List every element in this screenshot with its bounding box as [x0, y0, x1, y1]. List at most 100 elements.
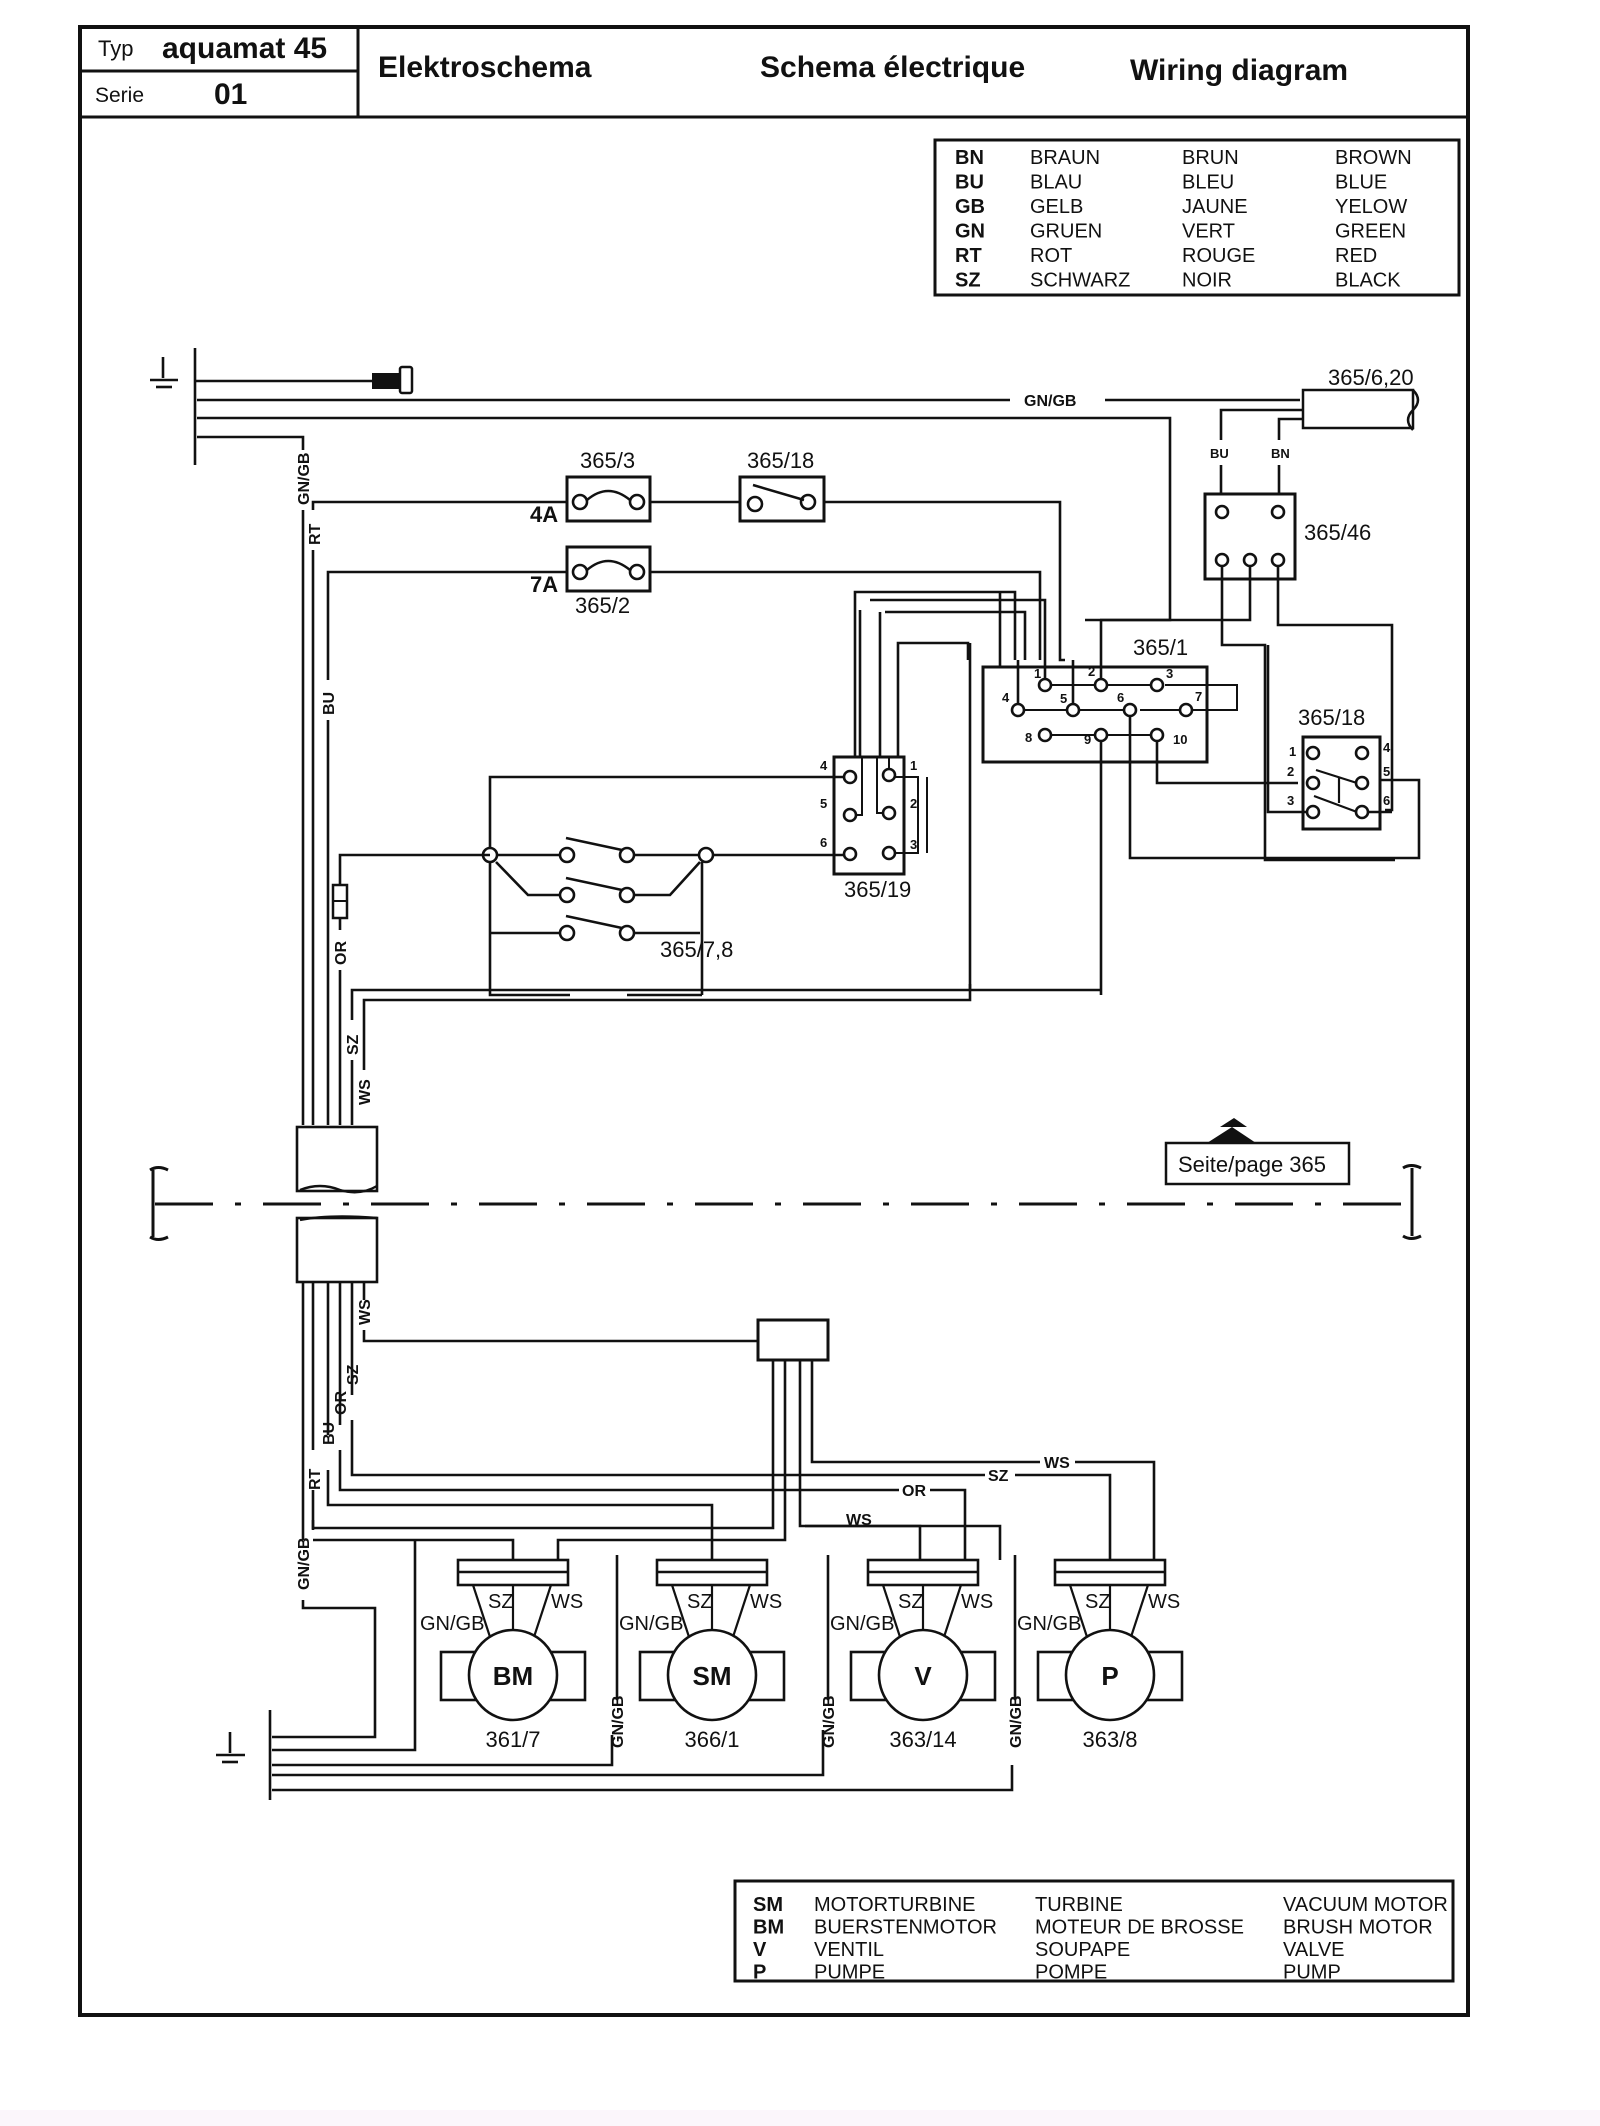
wire-rt	[311, 500, 567, 510]
wire-switch-out	[824, 500, 1065, 662]
motor-ref: 363/8	[1082, 1727, 1137, 1752]
wire-rt-bm	[313, 1538, 515, 1560]
bottom-strip	[0, 2110, 1600, 2126]
motor-ref: 366/1	[684, 1727, 739, 1752]
wire-relay-out2	[1100, 566, 1252, 622]
wire-jb-2	[745, 1360, 787, 1542]
component-legend-fr: POMPE	[1035, 1962, 1107, 1984]
svg-text:3: 3	[1166, 666, 1173, 681]
ground-symbol-top	[150, 357, 178, 389]
svg-text:365/46: 365/46	[1304, 520, 1371, 545]
color-legend-de: ROT	[1030, 245, 1072, 267]
wire-label-bu-top: BU	[321, 692, 338, 715]
component-legend-code: SM	[753, 1894, 783, 1916]
wire-ground-4	[272, 1730, 825, 1777]
component-legend-fr: SOUPAPE	[1035, 1939, 1130, 1961]
color-legend-fr: ROUGE	[1182, 245, 1255, 267]
wire-label-ws-bottom: WS	[357, 1299, 374, 1325]
component-legend-code: BM	[753, 1917, 784, 1939]
component-legend-code: P	[753, 1962, 766, 1984]
svg-text:6: 6	[1383, 793, 1390, 808]
svg-text:9: 9	[1084, 732, 1091, 747]
color-legend-en: GREEN	[1335, 221, 1406, 243]
component-legend-fr: MOTEUR DE BROSSE	[1035, 1917, 1244, 1939]
fuse-365-2: 365/2 7A	[530, 545, 652, 618]
wire-ground-5	[272, 1765, 1014, 1792]
wire-label-rt-bottom: RT	[307, 1468, 324, 1490]
wire-label-ws-top: WS	[357, 1079, 374, 1105]
color-legend-fr: BLEU	[1182, 172, 1234, 194]
svg-text:8: 8	[1025, 730, 1032, 745]
wire-loop-2	[870, 598, 1047, 640]
motor-wire-right: WS	[750, 1591, 782, 1613]
color-legend-code: GN	[955, 221, 985, 243]
wire-sz-lower	[350, 1420, 985, 1477]
color-legend-code: SZ	[955, 270, 981, 292]
wire-loop-5	[885, 610, 1027, 660]
motor-wire-left: GN/GB	[1017, 1613, 1081, 1635]
main-switch-365-1: 365/1 1 2 3 4 5 6 7 8 9 10	[981, 635, 1238, 764]
component-legend-de: BUERSTENMOTOR	[814, 1917, 997, 1939]
series-value: 01	[214, 78, 247, 111]
motor-circle	[666, 1628, 758, 1722]
wire-label-bn-relay: BN	[1271, 446, 1290, 461]
svg-text:7: 7	[1195, 689, 1202, 704]
wire-ws-bottom	[362, 1330, 758, 1343]
wire-to-365-1	[197, 416, 1172, 622]
svg-text:5: 5	[1060, 691, 1067, 706]
wire-bn-relay	[1277, 417, 1303, 440]
title-en: Wiring diagram	[1130, 54, 1348, 87]
wire-selector-bridge	[895, 776, 919, 854]
motor-wire-mid: SZ	[1085, 1591, 1111, 1613]
svg-text:7A: 7A	[530, 572, 558, 597]
wire-bu	[326, 570, 567, 680]
type-value: aquamat 45	[162, 32, 327, 65]
color-legend-en: RED	[1335, 245, 1377, 267]
wire-label-or-mid: OR	[902, 1483, 926, 1500]
svg-text:4: 4	[820, 758, 828, 773]
title-fr: Schema électrique	[760, 51, 1025, 84]
wire-label-bu-bottom: BU	[321, 1422, 338, 1445]
fuse-365-3: 365/3 4A	[530, 448, 652, 527]
component-legend-fr: TURBINE	[1035, 1894, 1123, 1916]
svg-text:4: 4	[1383, 740, 1391, 755]
wire-label-gngb-bottom: GN/GB	[296, 1538, 313, 1590]
svg-text:4A: 4A	[530, 502, 558, 527]
wire-label-or-top: OR	[333, 941, 350, 965]
svg-text:365/2: 365/2	[575, 593, 630, 618]
svg-text:2: 2	[1088, 664, 1095, 679]
svg-text:5: 5	[820, 796, 827, 811]
component-legend-en: PUMP	[1283, 1962, 1341, 1984]
color-legend-de: SCHWARZ	[1030, 270, 1130, 292]
motor-gngb-label: GN/GB	[821, 1696, 838, 1748]
motor-gngb-label: GN/GB	[610, 1696, 627, 1748]
connector-top	[295, 1125, 379, 1194]
svg-text:365/18: 365/18	[747, 448, 814, 473]
motor-wire-left: GN/GB	[830, 1613, 894, 1635]
wire-bu-lower	[326, 1470, 714, 1560]
wire-7a-out	[650, 570, 1042, 660]
wire-loop-7	[896, 641, 970, 788]
wire-label-or-bottom: OR	[333, 1391, 350, 1415]
wire-bu-relay	[1219, 408, 1303, 440]
motor-code: SM	[693, 1661, 732, 1691]
svg-text:2: 2	[910, 796, 917, 811]
lower-harness	[301, 1282, 366, 1540]
wire-gngb-vertical	[197, 435, 305, 450]
wire-relay-out1	[1220, 566, 1395, 862]
wire-ws-p	[1075, 1460, 1156, 1560]
color-legend-de: GELB	[1030, 196, 1083, 218]
svg-text:365/18: 365/18	[1298, 705, 1365, 730]
switch-365-18-top: 365/18	[738, 448, 826, 523]
svg-text:1: 1	[1034, 666, 1041, 681]
wire-label-sz-mid: SZ	[988, 1468, 1009, 1485]
svg-text:1: 1	[1289, 744, 1296, 759]
wire-ground-1	[272, 1600, 377, 1739]
selector-365-19: 365/19 1 2 3 4 5 6	[820, 755, 917, 902]
